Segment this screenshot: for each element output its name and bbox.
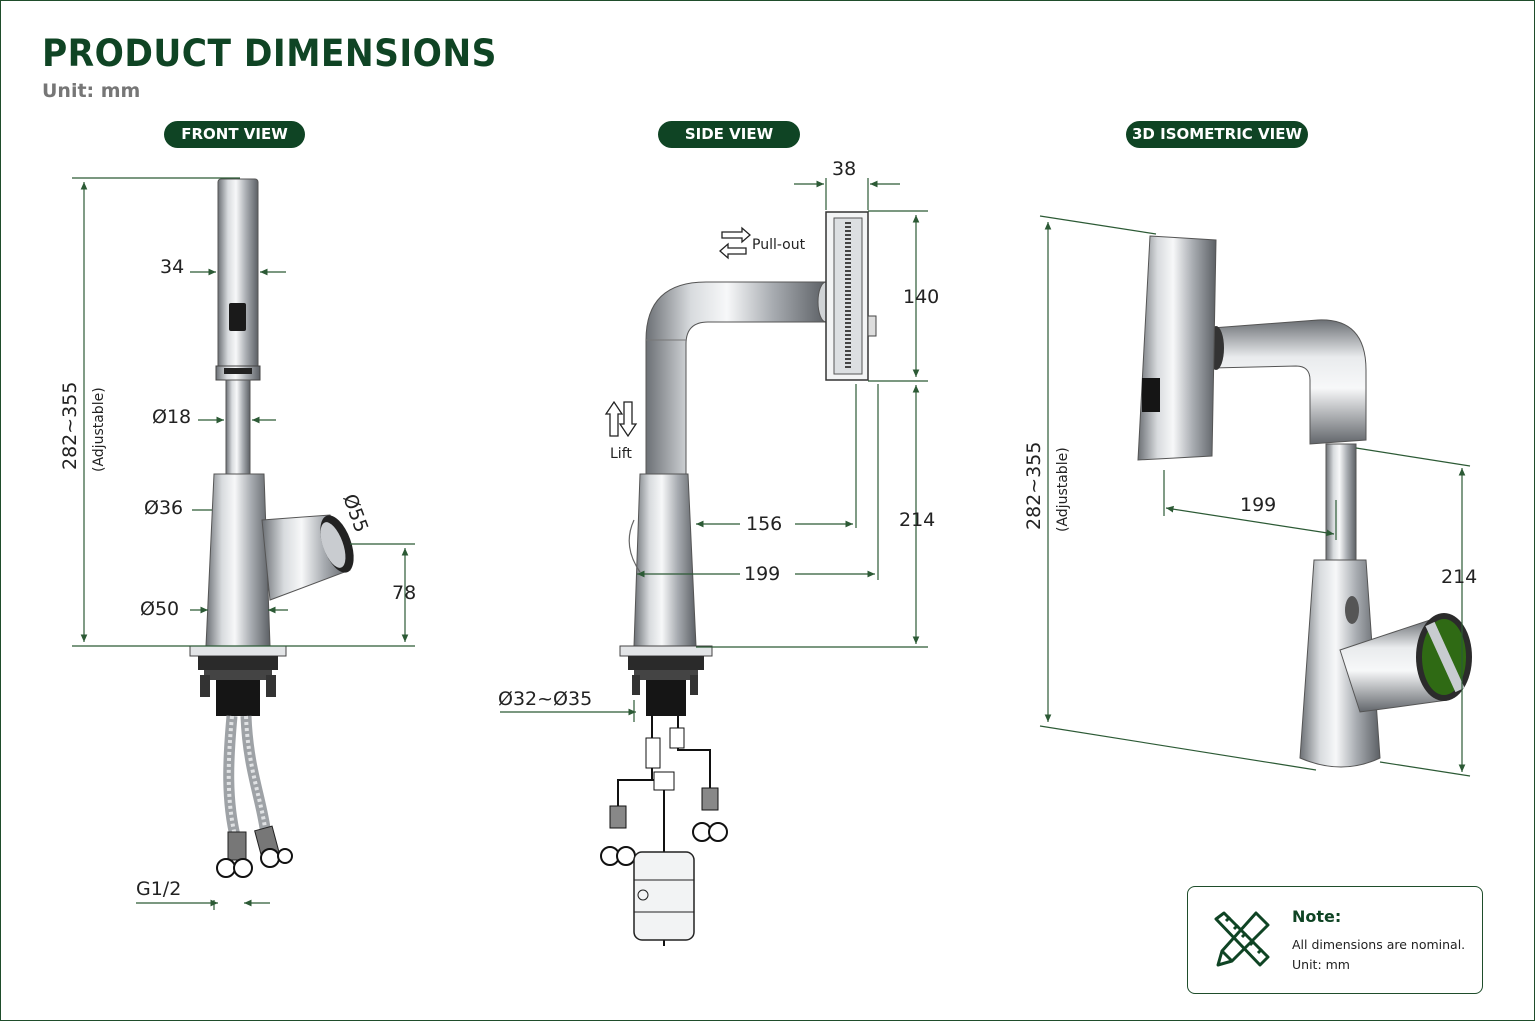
front-view-drawing: 282~355 (Adjustable) 34 Ø18 Ø36 Ø55 Ø50 … bbox=[59, 177, 416, 910]
iso-pipe bbox=[1325, 443, 1357, 565]
side-reach-inner-dim: 156 bbox=[746, 513, 782, 535]
note-box: Note: All dimensions are nominal. Unit: … bbox=[1187, 886, 1483, 994]
iso-view-drawing: 282~355 (Adjustable) 199 214 bbox=[1023, 215, 1477, 777]
pencil-ruler-icon bbox=[1214, 911, 1270, 967]
iso-spout-height-dim: 214 bbox=[1441, 566, 1477, 588]
front-base-dia-dim: Ø50 bbox=[140, 598, 179, 620]
iso-reach-dim: 199 bbox=[1240, 494, 1276, 516]
iso-spout-arm bbox=[1211, 319, 1367, 445]
note-line-1: All dimensions are nominal. bbox=[1292, 937, 1466, 952]
unit-label: Unit: mm bbox=[42, 80, 141, 102]
front-head-width-dim: 34 bbox=[160, 256, 184, 278]
note-title: Note: bbox=[1292, 907, 1342, 926]
side-body bbox=[633, 473, 697, 647]
iso-spray-head bbox=[1137, 235, 1217, 461]
front-view-label: FRONT VIEW bbox=[164, 121, 305, 148]
page-title: PRODUCT DIMENSIONS bbox=[42, 32, 497, 75]
front-pipe-dia-dim: Ø18 bbox=[152, 406, 191, 428]
front-thread-dim: G1/2 bbox=[136, 878, 181, 900]
side-hole-dia-dim: Ø32~Ø35 bbox=[498, 688, 592, 710]
pullout-arrows-icon bbox=[719, 226, 751, 260]
front-spray-head bbox=[217, 178, 259, 370]
side-view-drawing: Pull-out Lift 38 140 bbox=[498, 158, 939, 946]
front-outlet-height-dim: 78 bbox=[392, 582, 416, 604]
front-pipe bbox=[225, 379, 251, 476]
front-body bbox=[205, 473, 271, 647]
iso-height-note: (Adjustable) bbox=[1055, 447, 1071, 532]
front-head-button-icon bbox=[229, 303, 246, 331]
side-view-label: SIDE VIEW bbox=[658, 121, 800, 148]
iso-view-label: 3D ISOMETRIC VIEW bbox=[1126, 121, 1308, 148]
front-height-note: (Adjustable) bbox=[91, 387, 107, 472]
iso-height-dim: 282~355 bbox=[1023, 442, 1045, 530]
side-pullout-label: Pull-out bbox=[752, 237, 806, 253]
side-spout-arm bbox=[645, 281, 827, 475]
note-line-2: Unit: mm bbox=[1292, 957, 1350, 972]
side-head-height-dim: 140 bbox=[903, 286, 939, 308]
lift-arrows-icon bbox=[604, 400, 638, 438]
side-spout-height-dim: 214 bbox=[899, 509, 935, 531]
iso-body bbox=[1299, 559, 1381, 768]
side-head-depth-dim: 38 bbox=[832, 158, 856, 180]
side-filter-cartridge bbox=[633, 851, 695, 941]
side-reach-dim: 199 bbox=[744, 563, 780, 585]
side-lift-label: Lift bbox=[610, 446, 632, 462]
front-body-dia-dim: Ø36 bbox=[144, 497, 183, 519]
front-height-dim: 282~355 bbox=[59, 382, 81, 470]
